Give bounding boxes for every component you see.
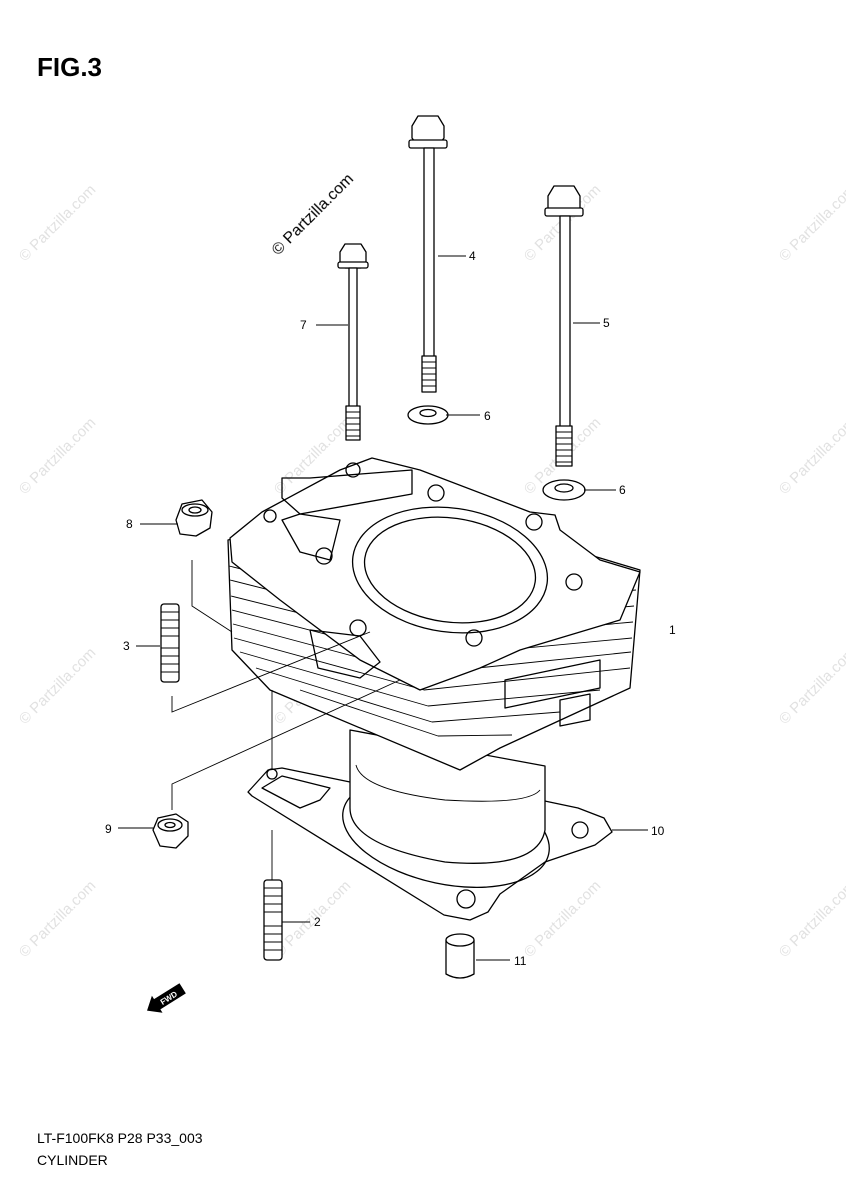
part-4-bolt — [408, 115, 448, 393]
watermark-text: © Partzilla.com — [271, 877, 354, 960]
callout-7: 7 — [300, 318, 307, 332]
callout-5: 5 — [603, 316, 610, 330]
part-1-cylinder — [227, 457, 641, 864]
callout-6-upper: 6 — [484, 409, 491, 423]
watermark-text: © Partzilla.com — [16, 877, 99, 960]
callout-8: 8 — [126, 517, 133, 531]
part-2-stud — [263, 879, 283, 961]
watermark-text: © Partzilla.com — [16, 414, 99, 497]
part-7-bolt — [337, 243, 369, 441]
diagram-name: CYLINDER — [37, 1152, 108, 1168]
part-9-nut — [152, 813, 189, 849]
part-6-washer-lower — [542, 479, 586, 501]
callout-11: 11 — [514, 954, 527, 968]
leader-lines — [118, 255, 648, 961]
callout-2: 2 — [314, 915, 321, 929]
forward-direction-arrow-icon: FWD — [147, 983, 186, 1013]
watermark-text: © Partzilla.com — [776, 877, 846, 960]
part-5-bolt — [544, 185, 584, 467]
callout-3: 3 — [123, 639, 130, 653]
part-6-washer-upper — [407, 405, 449, 425]
callout-9: 9 — [105, 822, 112, 836]
part-11-dowel-pin — [445, 933, 475, 979]
part-8-nut — [175, 499, 213, 537]
callout-4: 4 — [469, 249, 476, 263]
callout-6-lower: 6 — [619, 483, 626, 497]
watermark-text: © Partzilla.com — [521, 877, 604, 960]
figure-title: FIG.3 — [37, 52, 103, 82]
watermark-text: © Partzilla.com — [776, 414, 846, 497]
callout-10: 10 — [651, 824, 665, 838]
watermark-text: © Partzilla.com — [776, 181, 846, 264]
callout-1: 1 — [669, 623, 676, 637]
watermark-text: © Partzilla.com — [16, 644, 99, 727]
diagram-code: LT-F100FK8 P28 P33_003 — [37, 1130, 203, 1146]
watermark-text: © Partzilla.com — [16, 181, 99, 264]
part-3-stud — [160, 603, 180, 683]
watermark-text: © Partzilla.com — [776, 644, 846, 727]
